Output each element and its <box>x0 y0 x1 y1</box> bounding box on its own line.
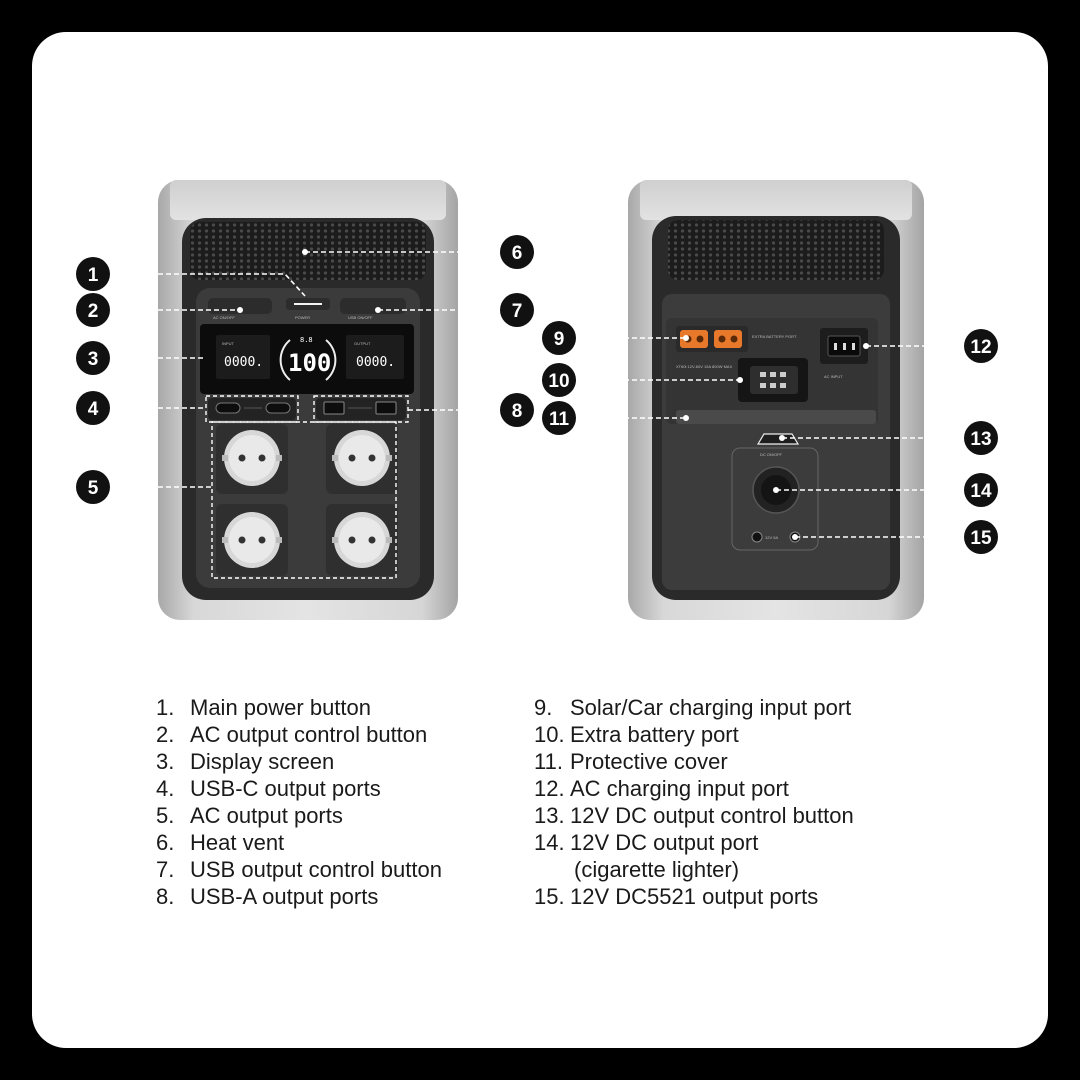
legend-right: 9.Solar/Car charging input port 10.Extra… <box>534 694 854 910</box>
usb-c-outline <box>205 395 299 423</box>
legend-item: 12.AC charging input port <box>534 776 789 801</box>
svg-text:8: 8 <box>512 401 523 422</box>
legend-item: 7.USB output control button <box>156 857 442 882</box>
legend-item: 3.Display screen <box>156 749 335 774</box>
legend-item: 10.Extra battery port <box>534 722 739 747</box>
svg-text:1: 1 <box>88 265 99 286</box>
callout-12: 12 <box>964 329 998 363</box>
display-top-value: 8.8 <box>300 336 313 344</box>
xt60-port[interactable] <box>714 330 742 348</box>
ac-input-label: AC INPUT <box>824 374 843 379</box>
svg-text:3: 3 <box>88 349 99 370</box>
front-heat-vent <box>190 222 426 280</box>
callout-6: 6 <box>500 235 534 269</box>
dc-output-area <box>731 447 819 551</box>
xt60-label: XT60i 12V-60V 15A 800W MAX <box>676 364 733 369</box>
ac-outline <box>211 421 397 579</box>
diagram-card: AC ON/OFF POWER USB ON/OFF INPUT 0000. O… <box>32 32 1048 1048</box>
legend-left: 1.Main power button 2.AC output control … <box>156 694 442 910</box>
display-output-value: 0000. <box>356 355 395 370</box>
xt60-port[interactable] <box>680 330 708 348</box>
callout-14: 14 <box>964 473 998 507</box>
ac-output-sockets <box>216 424 398 576</box>
legend-item: 13.12V DC output control button <box>534 803 854 828</box>
svg-text:6: 6 <box>512 243 523 264</box>
legend-item: 4.USB-C output ports <box>156 776 381 801</box>
usb-c-port[interactable] <box>265 402 291 414</box>
usb-button-label: USB ON/OFF <box>348 315 373 320</box>
display-input-label: INPUT <box>222 341 235 346</box>
extra-battery-label: EXTRA BATTERY PORT <box>752 334 797 339</box>
display-output-label: OUTPUT <box>354 341 371 346</box>
callout-2: 2 <box>76 293 110 327</box>
legend-item: 6.Heat vent <box>156 830 285 855</box>
svg-text:11: 11 <box>549 409 570 430</box>
dc5521-port[interactable] <box>751 531 763 543</box>
callout-4: 4 <box>76 391 110 425</box>
legend-item: 2.AC output control button <box>156 722 428 747</box>
svg-text:13: 13 <box>970 429 991 450</box>
callout-13: 13 <box>964 421 998 455</box>
callout-5: 5 <box>76 470 110 504</box>
back-top-handle <box>640 180 912 220</box>
svg-text:4: 4 <box>88 399 99 420</box>
ac-button-label: AC ON/OFF <box>213 315 235 320</box>
display-input-value: 0000. <box>224 355 263 370</box>
usb-output-button[interactable] <box>340 298 406 314</box>
ac-socket[interactable] <box>222 512 282 568</box>
svg-text:15: 15 <box>970 528 992 549</box>
ac-socket[interactable] <box>332 512 392 568</box>
device-diagram: AC ON/OFF POWER USB ON/OFF INPUT 0000. O… <box>76 180 998 620</box>
ac-socket[interactable] <box>332 430 392 486</box>
dc5521-label: 12V 5A <box>765 535 778 540</box>
usb-a-port[interactable] <box>323 401 345 415</box>
legend-item: 14.12V DC output port <box>534 830 759 855</box>
callout-1: 1 <box>76 257 110 291</box>
display-percent: 100 <box>288 349 331 377</box>
usb-c-port[interactable] <box>215 402 241 414</box>
callout-11: 11 <box>542 401 576 435</box>
callout-15: 15 <box>964 520 998 554</box>
dc-output-control-button[interactable] <box>756 433 800 445</box>
svg-text:2: 2 <box>88 301 99 322</box>
svg-text:7: 7 <box>512 301 523 322</box>
callout-8: 8 <box>500 393 534 427</box>
legend-item: 9.Solar/Car charging input port <box>534 695 852 720</box>
ac-socket[interactable] <box>222 430 282 486</box>
front-top-handle <box>170 180 446 220</box>
usb-a-port[interactable] <box>375 401 397 415</box>
leader-lines <box>110 251 964 538</box>
callout-9: 9 <box>542 321 576 355</box>
front-device: AC ON/OFF POWER USB ON/OFF INPUT 0000. O… <box>158 180 458 620</box>
callout-7: 7 <box>500 293 534 327</box>
legend-continuation: (cigarette lighter) <box>574 857 740 882</box>
svg-text:10: 10 <box>548 371 569 392</box>
legend-item: 1.Main power button <box>156 695 371 720</box>
legend-item: 5.AC output ports <box>156 803 343 828</box>
power-indicator <box>294 303 322 305</box>
callout-10: 10 <box>542 363 576 397</box>
svg-text:9: 9 <box>554 329 565 350</box>
back-device: XT60i 12V-60V 15A 800W MAX EXTRA BATTERY… <box>628 180 924 620</box>
legend-item: 11.Protective cover <box>534 749 728 774</box>
protective-cover[interactable] <box>676 410 876 424</box>
dc-button-label: DC ON/OFF <box>760 452 783 457</box>
back-heat-vent <box>668 220 884 280</box>
usb-a-outline <box>313 395 409 423</box>
callout-3: 3 <box>76 341 110 375</box>
legend-item: 8.USB-A output ports <box>156 884 379 909</box>
legend-item: 15.12V DC5521 output ports <box>534 884 819 909</box>
svg-text:14: 14 <box>970 481 992 502</box>
power-button-label: POWER <box>295 315 310 320</box>
svg-text:12: 12 <box>970 337 991 358</box>
svg-text:5: 5 <box>88 478 99 499</box>
